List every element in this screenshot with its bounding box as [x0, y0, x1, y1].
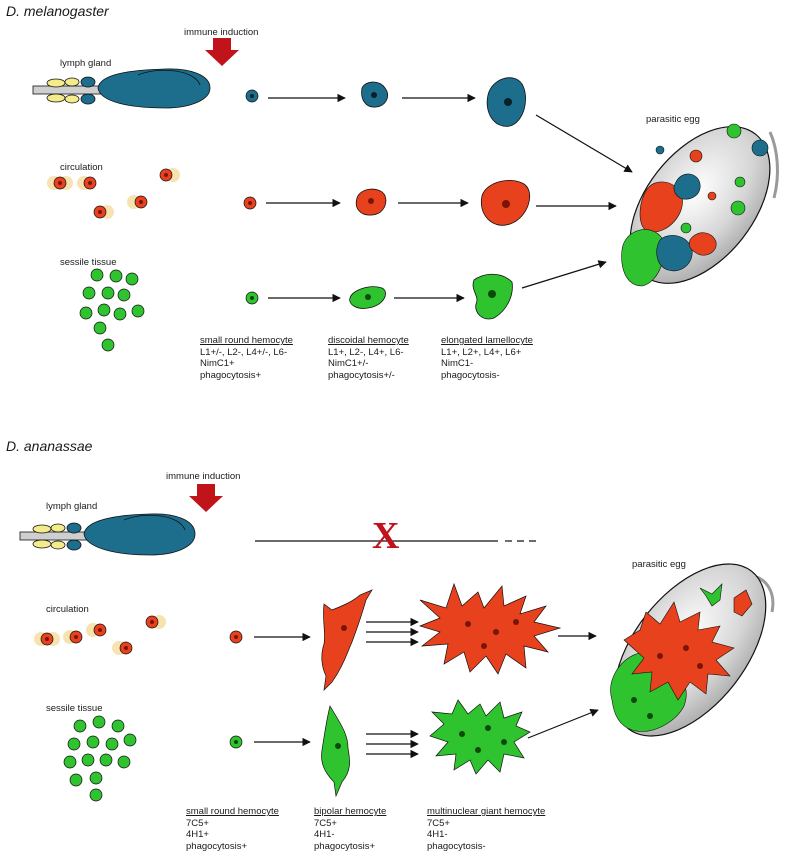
lymph-gland-label: lymph gland: [60, 58, 112, 69]
red-lineage: [243, 180, 530, 226]
sessile-tissue-label: sessile tissue: [60, 257, 117, 268]
parasitic-egg-label: parasitic egg: [632, 559, 686, 570]
caption-small-round-hemocyte: small round hemocyte 7C5+ 4H1+ phagocyto…: [186, 806, 279, 852]
blue-lineage: [245, 77, 526, 127]
species-title-melanogaster: D. melanogaster: [6, 3, 109, 19]
caption-small-round-hemocyte: small round hemocyte L1+/-, L2-, L4+/-, …: [200, 335, 293, 381]
circulation-label: circulation: [46, 604, 89, 615]
red-lineage: [229, 582, 562, 691]
parasitic-egg-2: [610, 563, 775, 737]
induction-arrow: [189, 484, 223, 512]
species-title-ananassae: D. ananassae: [6, 438, 93, 454]
sessile-cells: [79, 268, 145, 352]
green-lineage: [229, 699, 531, 798]
green-lineage: [245, 273, 513, 320]
circulation-cells: [47, 168, 180, 219]
immune-induction-label: immune induction: [166, 471, 241, 482]
caption-elongated-lamellocyte: elongated lamellocyte L1+, L2+, L4+, L6+…: [441, 335, 533, 381]
parasitic-egg-1: [621, 123, 779, 287]
sessile-cells: [63, 715, 137, 802]
caption-discoidal-hemocyte: discoidal hemocyte L1+, L2-, L4+, L6- Ni…: [328, 335, 409, 381]
induction-arrow: [205, 38, 239, 66]
circulation-label: circulation: [60, 162, 103, 173]
sessile-tissue-label: sessile tissue: [46, 703, 103, 714]
caption-bipolar-hemocyte: bipolar hemocyte 7C5+ 4H1- phagocytosis+: [314, 806, 387, 852]
lymph-gland-label: lymph gland: [46, 501, 98, 512]
immune-induction-label: immune induction: [184, 27, 259, 38]
blocked-x-mark: X: [372, 515, 400, 557]
circulation-cells: [34, 615, 166, 655]
caption-multinuclear-giant-hemocyte: multinuclear giant hemocyte 7C5+ 4H1- ph…: [427, 806, 546, 852]
parasitic-egg-label: parasitic egg: [646, 114, 700, 125]
lymph-gland: [19, 513, 196, 556]
lymph-gland: [32, 68, 211, 109]
